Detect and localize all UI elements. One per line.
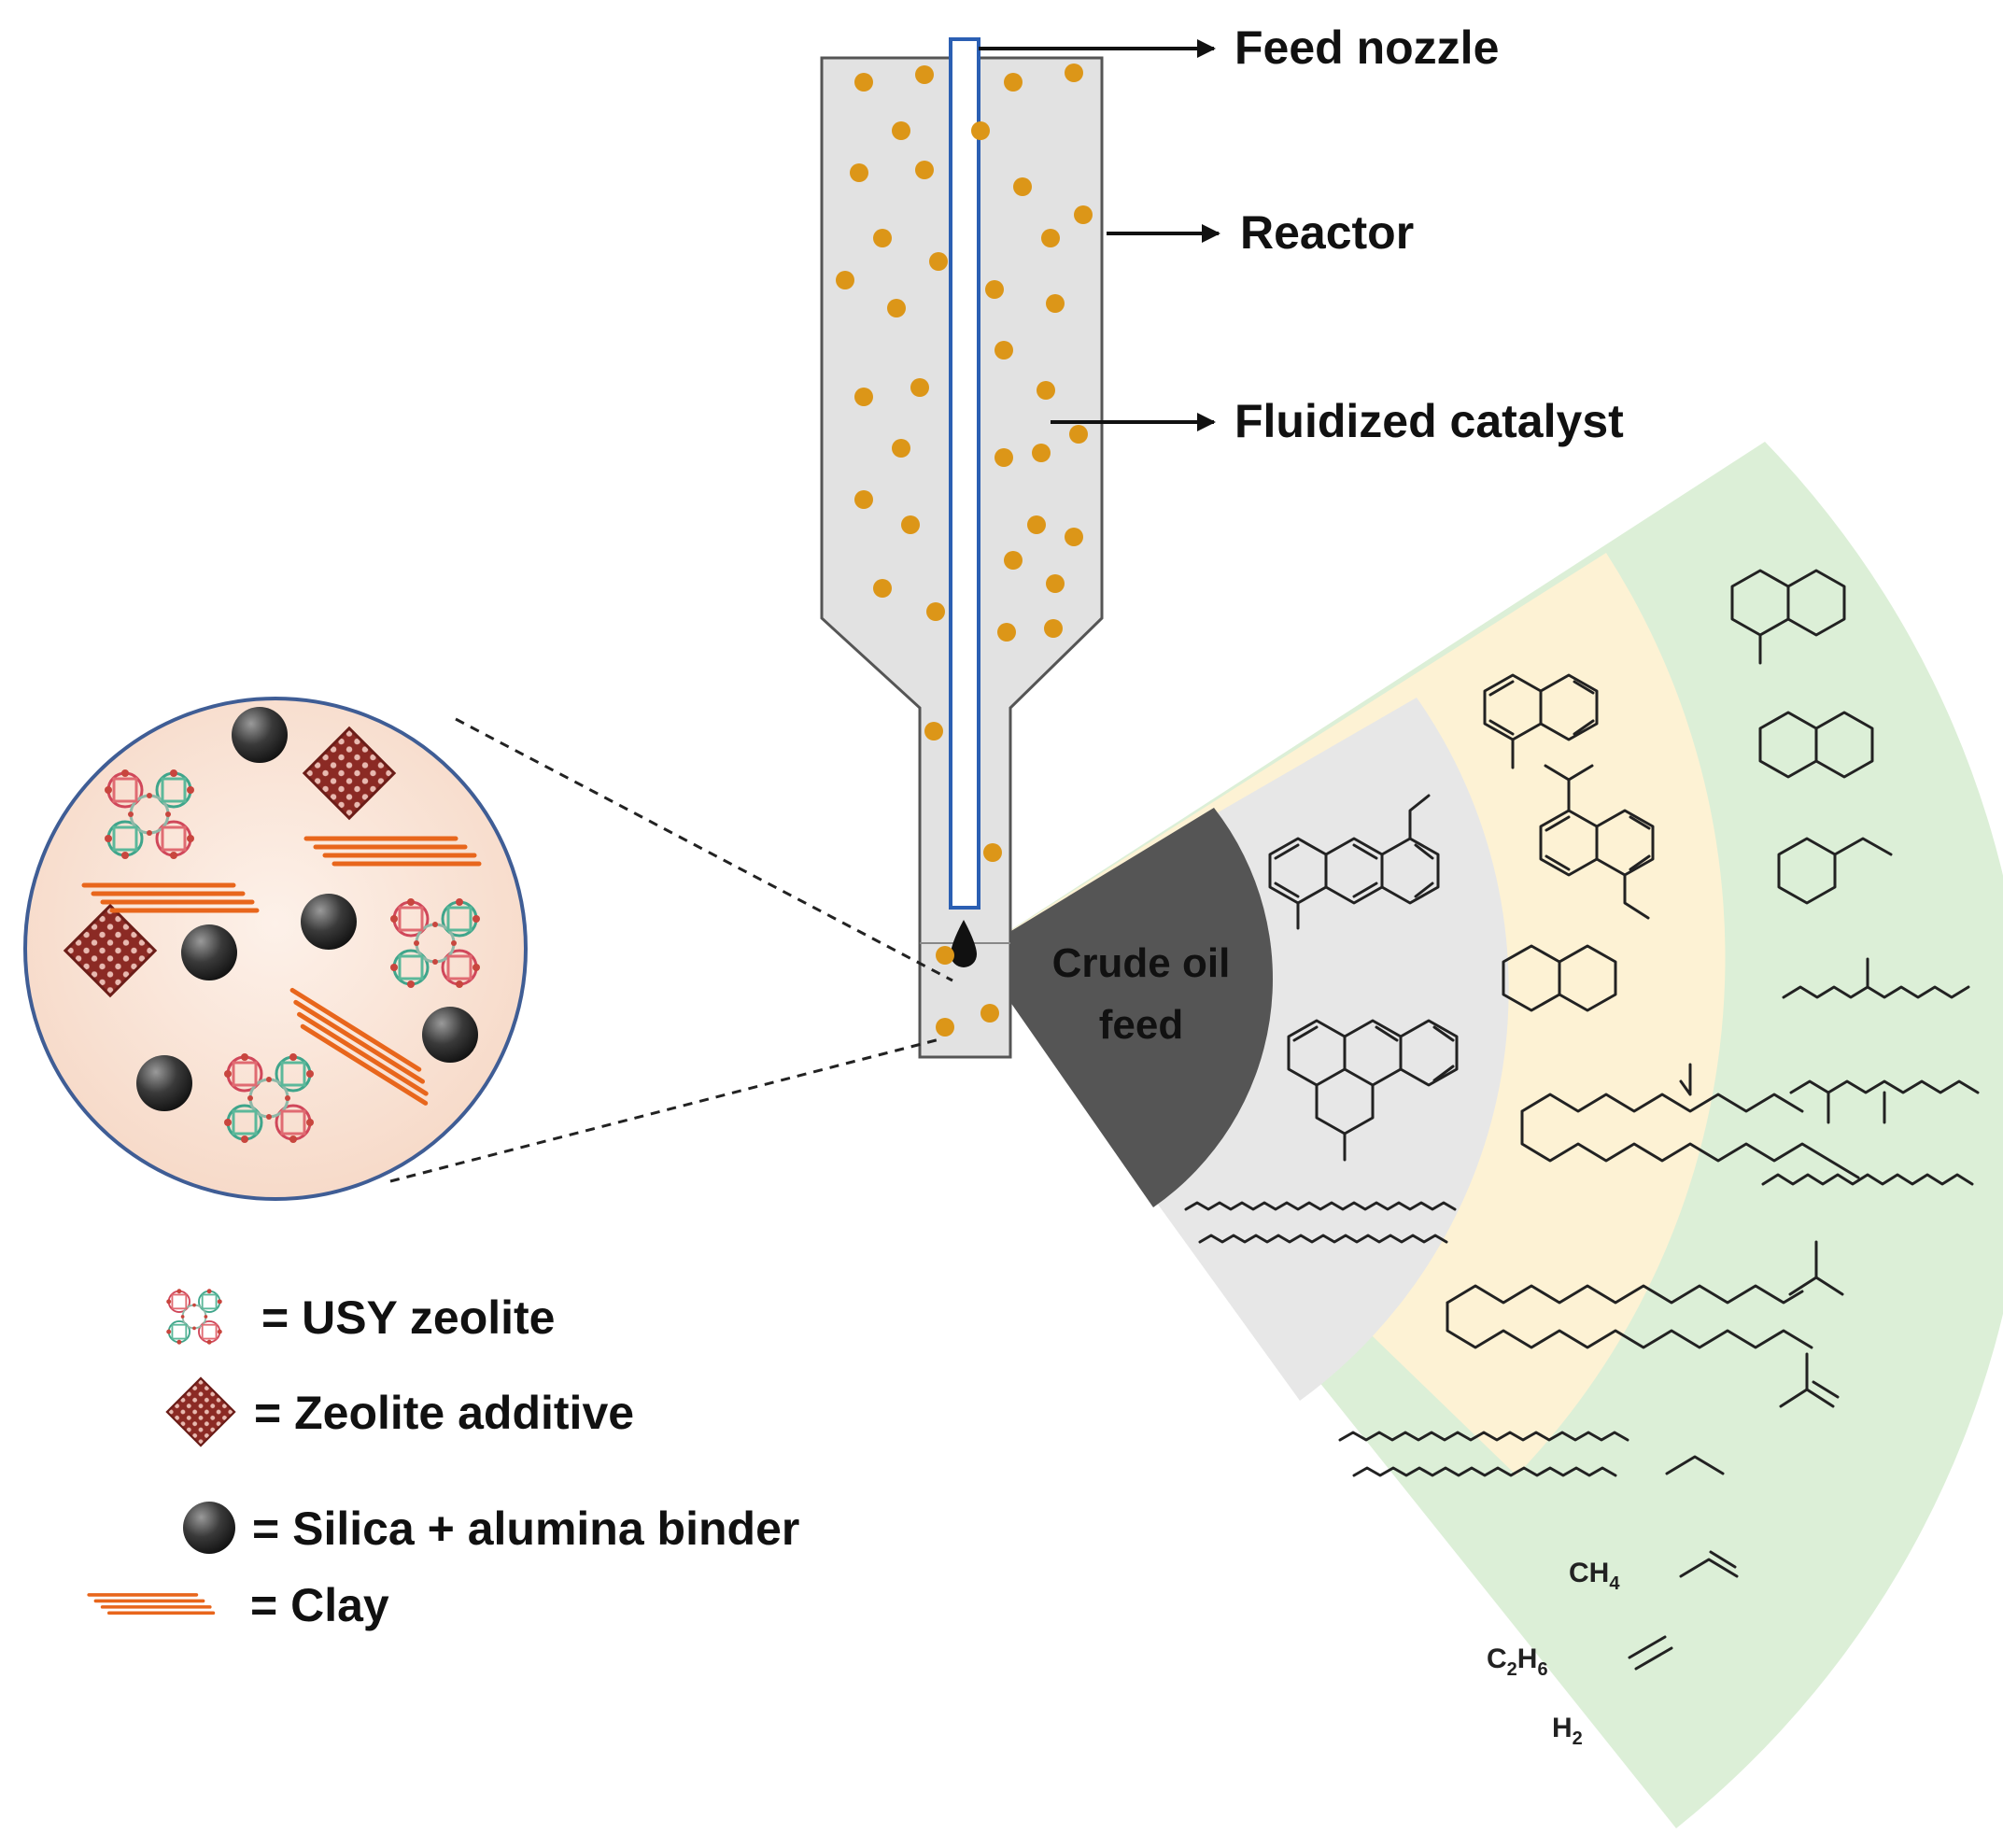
catalyst-particles: [836, 63, 1093, 1037]
catalyst-particle: [1032, 444, 1051, 462]
catalyst-particle: [926, 602, 945, 621]
long-paraffin-chain: [1446, 1284, 1813, 1349]
catalyst-particle: [915, 65, 934, 84]
ethylcyclohexane-molecule: [1777, 837, 1893, 905]
catalyst-particle: [994, 448, 1013, 467]
feed-nozzle-label: Feed nozzle: [1234, 21, 1499, 74]
long-paraffin-chain: [1198, 1234, 1448, 1244]
catalyst-particle: [854, 73, 873, 92]
catalyst-particle: [1004, 73, 1023, 92]
catalyst-particle: [873, 579, 892, 598]
ethylene-molecule: [1628, 1635, 1673, 1671]
binder-sphere: [301, 894, 357, 950]
feed-nozzle-tube: [949, 37, 980, 910]
legend-clay-label: = Clay: [250, 1579, 389, 1631]
catalyst-particle: [1065, 63, 1083, 82]
hydrogen-formula: H2: [1552, 1713, 1583, 1749]
product-fan: [976, 442, 2003, 1828]
long-paraffin-chain: [1338, 1431, 1629, 1442]
catalyst-particle: [1069, 425, 1088, 444]
propane-molecule: [1665, 1455, 1725, 1475]
isobutane-molecule: [1788, 1240, 1844, 1296]
catalyst-particle: [1041, 229, 1060, 247]
zoom-line-top: [455, 717, 953, 982]
methylnaphthalene-molecule: [1483, 673, 1599, 769]
catalyst-particle: [1004, 551, 1023, 570]
oil-drop-icon: [951, 920, 977, 967]
legend-additive-label: = Zeolite additive: [254, 1387, 634, 1439]
gas-formulas: CH4 C2H6 H2: [1487, 1558, 1620, 1749]
clay-layers-icon: [87, 1593, 216, 1615]
catalyst-zoom: [23, 697, 953, 1201]
reactor: [820, 37, 1104, 1059]
reactor-label: Reactor: [1240, 206, 1414, 259]
catalyst-particle: [910, 378, 929, 397]
catalyst-particle: [901, 515, 920, 534]
branched-alkane-chain: [1789, 1079, 1980, 1124]
catalyst-particle: [892, 439, 910, 458]
catalyst-particle: [980, 1004, 999, 1023]
catalyst-particle: [836, 271, 854, 289]
binder-sphere: [422, 1007, 478, 1063]
catalyst-particle: [854, 388, 873, 406]
branched-alkane-chain: [1520, 1063, 1860, 1179]
isobutene-molecule: [1779, 1352, 1840, 1408]
zeolite-additive-icon: [165, 1376, 236, 1447]
branched-alkane-chain: [1782, 957, 1970, 999]
methane-formula: CH4: [1569, 1558, 1620, 1594]
catalyst-particle: [1065, 528, 1083, 546]
catalyst-particle: [994, 341, 1013, 360]
catalyst-particle: [929, 252, 948, 271]
catalyst-particle: [915, 161, 934, 179]
long-paraffin-chain: [1352, 1466, 1617, 1477]
crude-oil-label-line1: Crude oil: [1052, 940, 1231, 986]
callouts: Feed nozzle Reactor Fluidized catalyst: [979, 21, 1624, 447]
catalyst-particle: [887, 299, 906, 317]
catalyst-particle: [936, 946, 954, 965]
crude-feed-wedge: [976, 808, 1274, 1207]
tetracyclic-aromatic-molecule: [1287, 1019, 1459, 1162]
catalyst-particle: [1046, 294, 1065, 313]
legend: = USY zeolite = Zeolite additive = Silic…: [87, 1288, 799, 1631]
decalin-molecule: [1758, 711, 1874, 779]
catalyst-particle: [1037, 381, 1055, 400]
catalyst-particle: [850, 163, 868, 182]
catalyst-particle: [854, 490, 873, 509]
ethane-formula: C2H6: [1487, 1643, 1548, 1680]
catalyst-particle: [1013, 177, 1032, 196]
methyldecalin-molecule: [1730, 569, 1846, 665]
catalyst-particle: [892, 121, 910, 140]
catalyst-particle: [971, 121, 990, 140]
catalyst-particle: [1027, 515, 1046, 534]
catalyst-particle: [983, 843, 1002, 862]
legend-usy-label: = USY zeolite: [261, 1291, 555, 1344]
binder-sphere: [136, 1055, 192, 1111]
usy-zeolite-icon: [165, 1288, 223, 1346]
alkylnaphthalene-molecule: [1539, 764, 1655, 920]
catalyst-particle: [997, 623, 1016, 642]
molecules: [1184, 569, 1980, 1671]
propene-molecule: [1679, 1550, 1739, 1578]
legend-binder-label: = Silica + alumina binder: [252, 1502, 799, 1555]
catalyst-particle: [924, 722, 943, 741]
catalyst-particle: [1044, 619, 1063, 638]
tricyclic-aromatic-molecule: [1268, 794, 1440, 930]
catalyst-particle: [985, 280, 1004, 299]
binder-sphere-icon: [183, 1502, 235, 1554]
long-paraffin-chain: [1184, 1201, 1457, 1211]
zoom-line-bottom: [389, 1037, 944, 1183]
fluidized-catalyst-label: Fluidized catalyst: [1234, 395, 1624, 447]
catalyst-particle: [873, 229, 892, 247]
catalyst-particle: [1074, 205, 1093, 224]
catalyst-particle: [936, 1018, 954, 1037]
decalin-molecule: [1502, 944, 1617, 1012]
crude-oil-label-line2: feed: [1099, 1002, 1183, 1048]
binder-sphere: [181, 924, 237, 980]
catalyst-particle: [1046, 574, 1065, 593]
paraffin-chain: [1761, 1173, 1974, 1186]
binder-sphere: [232, 707, 288, 763]
